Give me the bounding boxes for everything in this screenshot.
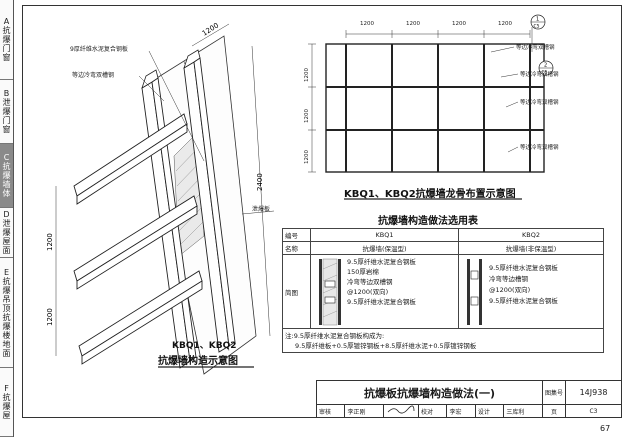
col2-section-sketch (467, 259, 482, 325)
sidebar-item-label: 抗爆门窗 (2, 26, 11, 62)
grid-dim-left-2: 1200 (304, 109, 310, 123)
dim-left-1-text: 1200 (46, 233, 54, 251)
sidebar-item-letter: D (3, 210, 10, 219)
drawing-title: 抗爆板抗爆墙构造做法(一) (316, 380, 543, 405)
note-line-2: 9.5厚纤维板+0.5厚镀锌钢板+8.5厚纤维水泥+0.5厚镀锌钢板 (295, 341, 477, 350)
page-number: 67 (600, 424, 611, 433)
page-label: 页 (541, 404, 567, 418)
grid-dim-top-1: 1200 (360, 21, 374, 27)
dim-line-top (191, 23, 230, 47)
col2-layer-1: 9.5厚纤维水泥复合钢板 (489, 264, 558, 272)
table-note: 注:9.5厚纤维水泥复合钢板构成为: 9.5厚纤维板+0.5厚镀锌钢板+8.5厚… (282, 328, 604, 353)
right-grid-drawing: 1 C5 2 C5 (308, 14, 554, 173)
col1-code: KBQ1 (310, 228, 459, 242)
col1-layer-1: 9.5厚纤维水泥复合钢板 (347, 258, 416, 266)
leader-channel (138, 75, 165, 102)
label-explosion-board: 泄爆板 (252, 206, 271, 213)
drawing-frame (22, 5, 622, 418)
col2-name: 抗爆墙(非保温型) (458, 241, 604, 255)
leader-explosion-board (241, 210, 275, 215)
callout-1-ref: C5 (534, 24, 540, 30)
col1-layer-4: @1200(双向) (347, 288, 389, 296)
left-caption-line1: KBQ1、KBQ2 (172, 341, 237, 351)
note-line-1: 注:9.5厚纤维水泥复合钢板构成为: (285, 331, 385, 340)
sidebar-item-label: 泄爆屋面 (2, 219, 11, 255)
horizontal-channels (73, 113, 203, 365)
sidebar-item-letter: B (3, 89, 10, 98)
col1-layer-5: 9.5厚纤维水泥复合钢板 (347, 298, 416, 306)
col1-layer-2: 150厚岩棉 (347, 268, 379, 276)
vertical-studs-grid (345, 44, 531, 172)
row-name-label: 名称 (282, 241, 311, 255)
check-label: 校对 (417, 404, 448, 418)
design-label: 设计 (474, 404, 505, 418)
right-caption-underline (344, 198, 522, 200)
sidebar-item-label: 泄爆门窗 (2, 98, 11, 134)
review-label: 审核 (315, 404, 346, 418)
leader-board (148, 50, 205, 162)
row-section-label: 简图 (282, 254, 311, 329)
col1-section-sketch (319, 258, 341, 326)
col2-layer-2: 冷弯等边槽钢 (489, 275, 528, 283)
grid-dim-top-3: 1200 (452, 21, 466, 27)
selection-table: 编号 KBQ1 KBQ2 名称 抗爆墙(保温型) 抗爆墙(非保温型) 简图 9.… (282, 228, 604, 353)
col2-code: KBQ2 (458, 228, 604, 242)
col1-section: 9.5厚纤维水泥复合钢板 150厚岩棉 冷弯等边双槽钢 @1200(双向) 9.… (310, 254, 459, 329)
label-channel: 等边冷弯双槽钢 (72, 72, 115, 79)
title-block: 抗爆板抗爆墙构造做法(一) 图集号 14J938 审核 李正刚 校对 李宏 设计… (315, 380, 622, 418)
col1-layer-3: 冷弯等边双槽钢 (347, 278, 393, 286)
checker: 李宏 (446, 404, 476, 418)
callout-2-num: 2 (544, 63, 547, 69)
col2-layer-4: 9.5厚纤维水泥复合钢板 (489, 297, 558, 305)
sidebar-item-letter: A (3, 17, 10, 26)
col1-name: 抗爆墙(保温型) (310, 241, 459, 255)
grid-dim-left-1: 1200 (304, 68, 310, 82)
col2-layers: 9.5厚纤维水泥复合钢板 冷弯等边槽钢 @1200(双向) 9.5厚纤维水泥复合… (489, 263, 558, 307)
wall-outline (325, 43, 545, 173)
dim-line-height (251, 45, 271, 337)
label-board: 9厚纤维水泥复合钢板 (70, 46, 128, 53)
reviewer-signature (382, 404, 419, 418)
reviewer: 李正刚 (344, 404, 384, 418)
callout-1-num: 1 (536, 17, 539, 23)
atlas-number: 14J938 (565, 380, 622, 405)
horizontal-channels-grid (326, 86, 544, 131)
sidebar-item-label: 抗爆屋 (2, 393, 11, 420)
sidebar-item-letter: F (4, 384, 9, 393)
designer: 三库利 (503, 404, 543, 418)
sidebar-item-label: 抗爆吊顶抗爆楼地面 (2, 276, 11, 358)
sidebar-item-letter: C (3, 153, 10, 162)
left-isometric-drawing: 1200 2400 1200 1200 (46, 21, 275, 375)
right-caption: KBQ1、KBQ2抗爆墙龙骨布置示意图 (344, 189, 516, 200)
signature-icon (387, 405, 415, 414)
col2-layer-3: @1200(双向) (489, 286, 531, 294)
row-number-label: 编号 (282, 228, 311, 242)
callout-2-ref: C5 (542, 70, 548, 76)
sidebar-item-letter: E (3, 267, 10, 277)
sidebar-item-label: 抗爆墙体 (2, 162, 11, 198)
selection-table-title: 抗爆墙构造做法选用表 (378, 216, 478, 227)
col1-layers: 9.5厚纤维水泥复合钢板 150厚岩棉 冷弯等边双槽钢 @1200(双向) 9.… (347, 257, 416, 307)
grid-dim-top-4: 1200 (498, 21, 512, 27)
grid-label-3: 等边冷弯双槽钢 (520, 100, 559, 106)
dim-left-2-text: 1200 (46, 308, 54, 326)
grid-label-1: 等边冷弯双槽钢 (516, 45, 555, 51)
page-ref: C3 (565, 404, 622, 418)
grid-dim-top-2: 1200 (406, 21, 420, 27)
grid-label-4: 等边冷弯双槽钢 (520, 145, 559, 151)
left-caption-line2: 抗爆墙构造示意图 (158, 356, 238, 367)
col2-section: 9.5厚纤维水泥复合钢板 冷弯等边槽钢 @1200(双向) 9.5厚纤维水泥复合… (458, 254, 604, 329)
atlas-label: 图集号 (541, 380, 567, 405)
left-caption-underline (158, 366, 254, 368)
dim-height-text: 2400 (256, 173, 264, 191)
grid-label-2: 等边冷弯双槽钢 (520, 72, 559, 78)
grid-dim-left-3: 1200 (304, 150, 310, 164)
